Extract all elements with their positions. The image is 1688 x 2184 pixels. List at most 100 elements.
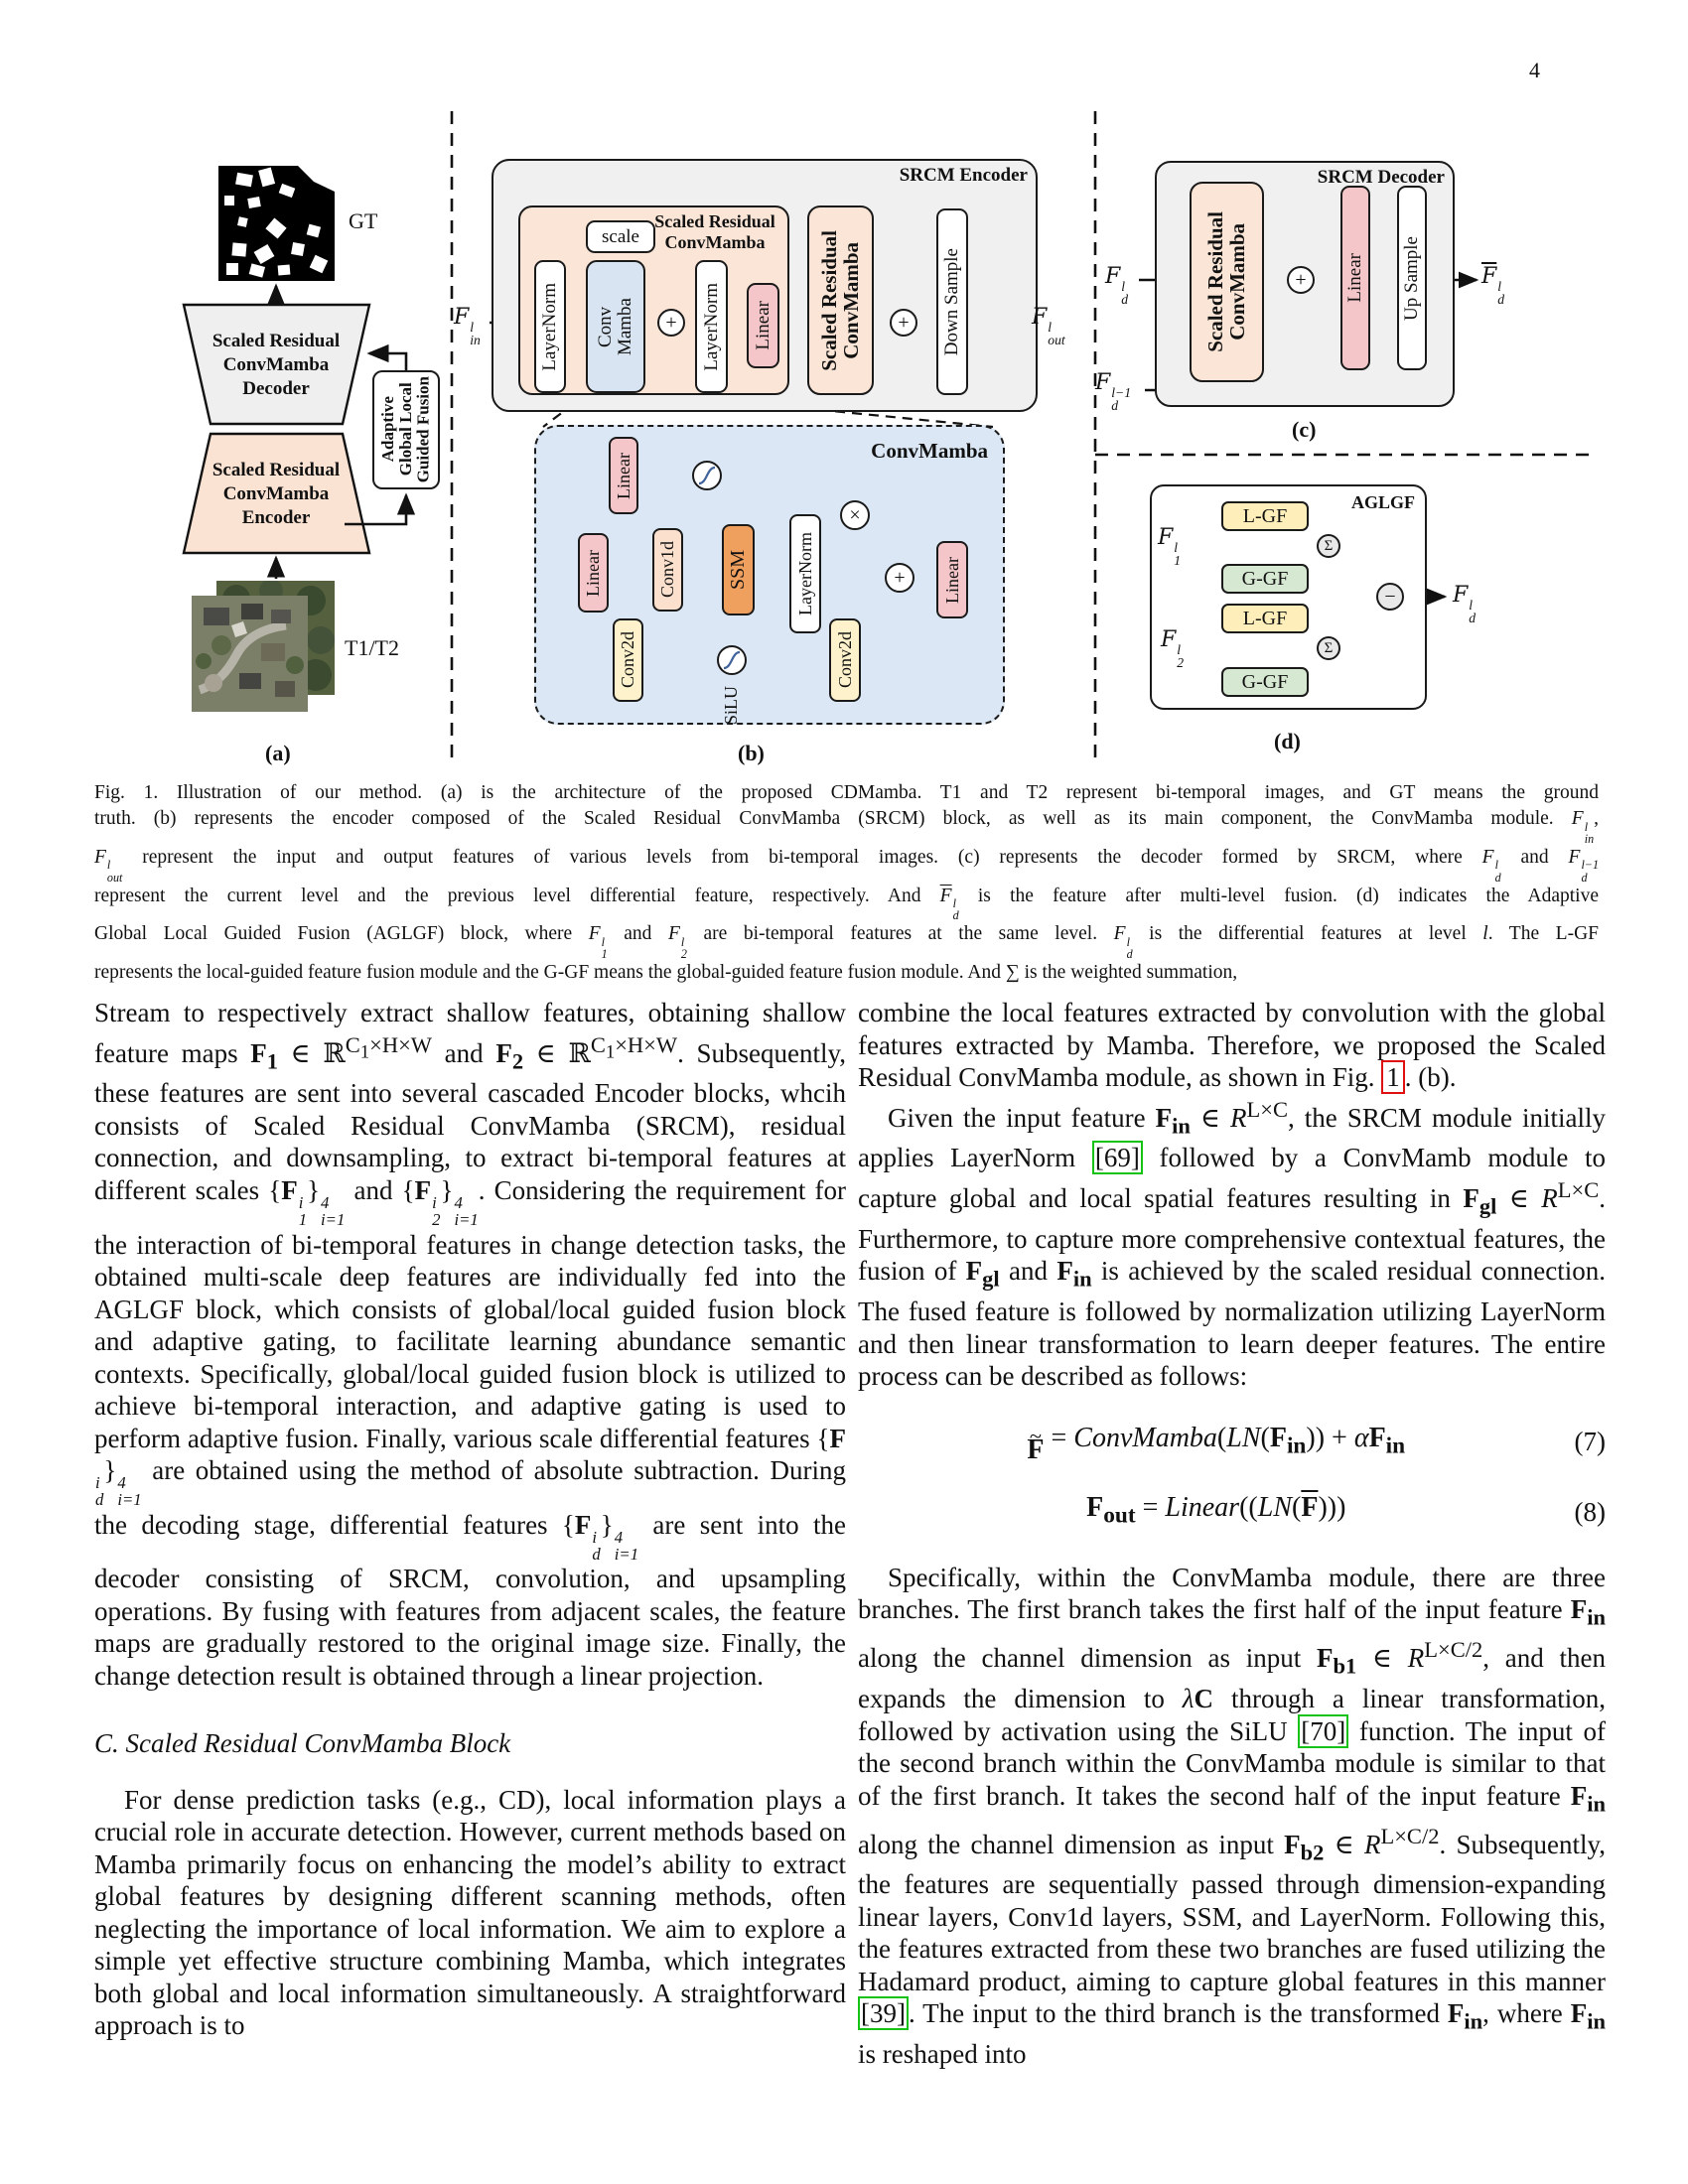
sum-circle-2: Σ	[1317, 636, 1340, 660]
linear-out-label: Linear	[941, 556, 962, 604]
panel-b-tag: (b)	[738, 741, 765, 765]
layernorm1-label: LayerNorm	[539, 282, 561, 371]
srcm-decoder-title: SRCM Decoder	[1317, 167, 1445, 188]
panel-a-shapes	[182, 303, 371, 555]
caption-line: represents the local-guided feature fusi…	[94, 962, 1238, 984]
conv2d-1-box: Conv2d	[613, 618, 643, 702]
figure-caption: Fig. 1. Illustration of our method. (a) …	[94, 780, 1599, 986]
scale-label: scale	[602, 225, 639, 247]
gt-image	[218, 166, 335, 281]
ggf-2-label: G-GF	[1241, 670, 1289, 693]
ggf-1-label: G-GF	[1241, 567, 1289, 590]
left-column: Stream to respectively extract shallow f…	[94, 997, 846, 2042]
minus-circle: −	[1376, 583, 1404, 611]
body-paragraph: combine the local features extracted by …	[858, 998, 1606, 1094]
section-heading: C. Scaled Residual ConvMamba Block	[94, 1728, 511, 1759]
equation-7-body: ~F = ConvMamba(LN(Fin)) + αFin	[1027, 1422, 1406, 1466]
caption-line: Global Local Guided Fusion (AGLGF) block…	[94, 923, 1600, 962]
conv2d-2-label: Conv2d	[834, 631, 855, 689]
panel-a-tag: (a)	[265, 741, 291, 765]
srcm-block-decoder-label: Scaled Residual ConvMamba	[1203, 211, 1250, 352]
equation-8-number: (8)	[1574, 1496, 1606, 1527]
srcm-encoder-title: SRCM Encoder	[899, 165, 1028, 186]
aglgf-block-a: Adaptive Global Local Guided Fusion	[372, 370, 440, 489]
convmamba-title: ConvMamba	[871, 439, 988, 463]
add-circle-2: +	[890, 309, 917, 337]
decoder-trapezoid	[182, 303, 371, 426]
linear-top-label: Linear	[613, 452, 633, 499]
lgf-2-label: L-GF	[1242, 607, 1288, 629]
layernorm2-label: LayerNorm	[700, 282, 722, 371]
linear-top-box: Linear	[609, 437, 638, 514]
silu-activation-icon-bottom	[717, 645, 747, 675]
right-column: combine the local features extracted by …	[858, 997, 1606, 2071]
sigmoid-curve-icon	[698, 466, 716, 485]
linear-label-encoder: Linear	[752, 301, 774, 350]
plus-icon: +	[894, 566, 906, 589]
plus-icon: +	[665, 311, 677, 334]
aglgf-block-a-label: Adaptive Global Local Guided Fusion	[378, 376, 433, 483]
lgf-2-box: L-GF	[1221, 604, 1309, 633]
panel-d-tag: (d)	[1274, 729, 1301, 753]
silu-label-wrap: SiLU	[716, 683, 746, 729]
caption-line: truth. (b) represents the encoder compos…	[94, 808, 1599, 846]
decoder-trapezoid-label: Scaled Residual ConvMamba Decoder	[211, 331, 341, 399]
scale-box: scale	[586, 220, 655, 253]
conv2d-2-box: Conv2d	[829, 618, 861, 702]
encoder-trapezoid-label: Scaled Residual ConvMamba Encoder	[211, 460, 341, 528]
down-sample-label: Down Sample	[941, 247, 963, 356]
down-sample-box: Down Sample	[936, 208, 968, 395]
sum-circle-1: Σ	[1317, 534, 1340, 558]
conv-mamba-box: Conv Mamba	[586, 260, 645, 393]
lgf-1-box: L-GF	[1221, 501, 1309, 531]
t1t2-label: T1/T2	[345, 635, 399, 660]
encoder-trapezoid	[182, 432, 371, 555]
equation-8-body: Fout = Linear((LN(F)))	[1086, 1491, 1346, 1529]
sigma-icon: Σ	[1324, 639, 1334, 656]
equation-7: ~F = ConvMamba(LN(Fin)) + αFin (7)	[858, 1422, 1606, 1466]
srcm-block-box: Scaled Residual ConvMamba	[807, 205, 874, 395]
ssm-box: SSM	[722, 524, 755, 615]
sigmoid-curve-icon	[723, 650, 741, 670]
scaled-residual-convmamba-title: Scaled Residual ConvMamba	[654, 211, 775, 252]
conv2d-1-label: Conv2d	[618, 631, 638, 689]
ggf-2-box: G-GF	[1221, 667, 1309, 697]
linear-decoder-box: Linear	[1340, 186, 1370, 370]
linear-decoder-label: Linear	[1344, 253, 1366, 303]
layernorm-cm-box: LayerNorm	[789, 514, 821, 633]
linear-box-encoder: Linear	[747, 283, 779, 368]
equation-7-number: (7)	[1574, 1427, 1606, 1457]
minus-icon: −	[1384, 585, 1396, 608]
t1-image	[192, 596, 308, 712]
layernorm1-box: LayerNorm	[534, 260, 566, 393]
caption-line: Fig. 1. Illustration of our method. (a) …	[94, 782, 1599, 803]
panel-c-tag: (c)	[1292, 417, 1317, 442]
add-circle-1: +	[657, 309, 685, 337]
add-circle-decoder: +	[1287, 266, 1315, 294]
lgf-1-label: L-GF	[1242, 504, 1288, 527]
body-paragraph: Given the input feature Fin ∈ RL×C, the …	[858, 1096, 1607, 1392]
plus-icon: +	[898, 311, 910, 334]
multiply-circle: ×	[840, 500, 870, 530]
ggf-1-box: G-GF	[1221, 564, 1309, 594]
aglgf-title: AGLGF	[1350, 492, 1415, 512]
page-number: 4	[1529, 58, 1540, 82]
equation-8: Fout = Linear((LN(F))) (8)	[858, 1492, 1606, 1532]
up-sample-label: Up Sample	[1401, 235, 1423, 321]
ssm-label: SSM	[727, 549, 749, 591]
up-sample-box: Up Sample	[1397, 186, 1427, 370]
silu-activation-icon-top	[692, 461, 722, 490]
body-paragraph: Stream to respectively extract shallow f…	[94, 998, 846, 1691]
linear-mid-label: Linear	[583, 549, 604, 597]
linear-mid-box: Linear	[578, 533, 609, 613]
sigma-icon: Σ	[1324, 537, 1334, 554]
